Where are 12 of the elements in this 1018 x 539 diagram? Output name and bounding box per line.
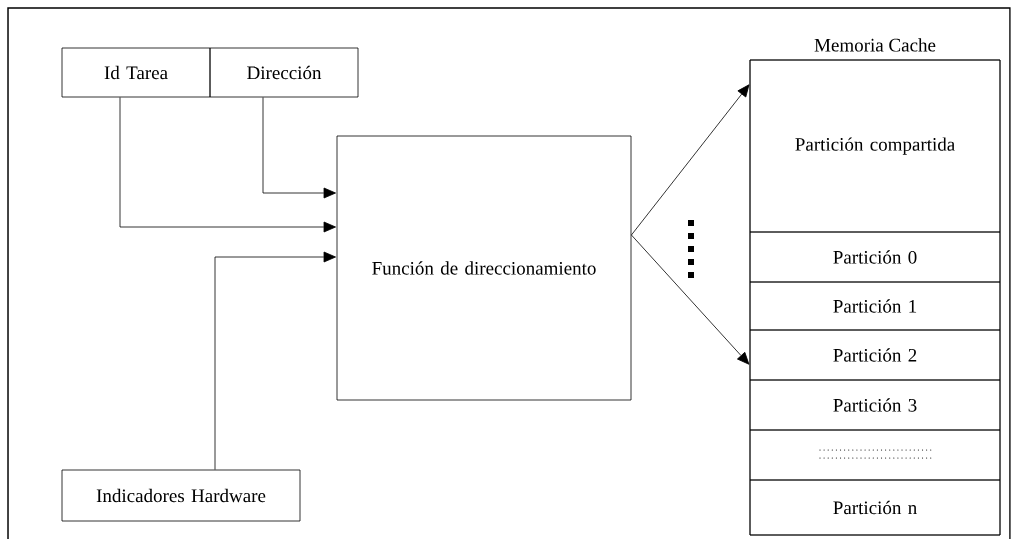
input-box: Indicadores Hardware — [61, 469, 301, 522]
ellipsis-cell — [749, 429, 1001, 481]
node-label: Memoria Cache — [814, 38, 936, 52]
partition-cell: Partición 3 — [749, 379, 1001, 431]
field-box: Dirección — [209, 47, 359, 98]
partition-cell: Partición 0 — [749, 231, 1001, 283]
partition-cell: Partición 2 — [749, 329, 1001, 381]
partition-cell: Partición 1 — [749, 281, 1001, 331]
function-box: Función de direccionamiento — [336, 135, 632, 401]
partition-cell: Partición n — [749, 479, 1001, 536]
field-box: Id Tarea — [61, 47, 211, 98]
partition-cell: Partición compartida — [749, 59, 1001, 233]
